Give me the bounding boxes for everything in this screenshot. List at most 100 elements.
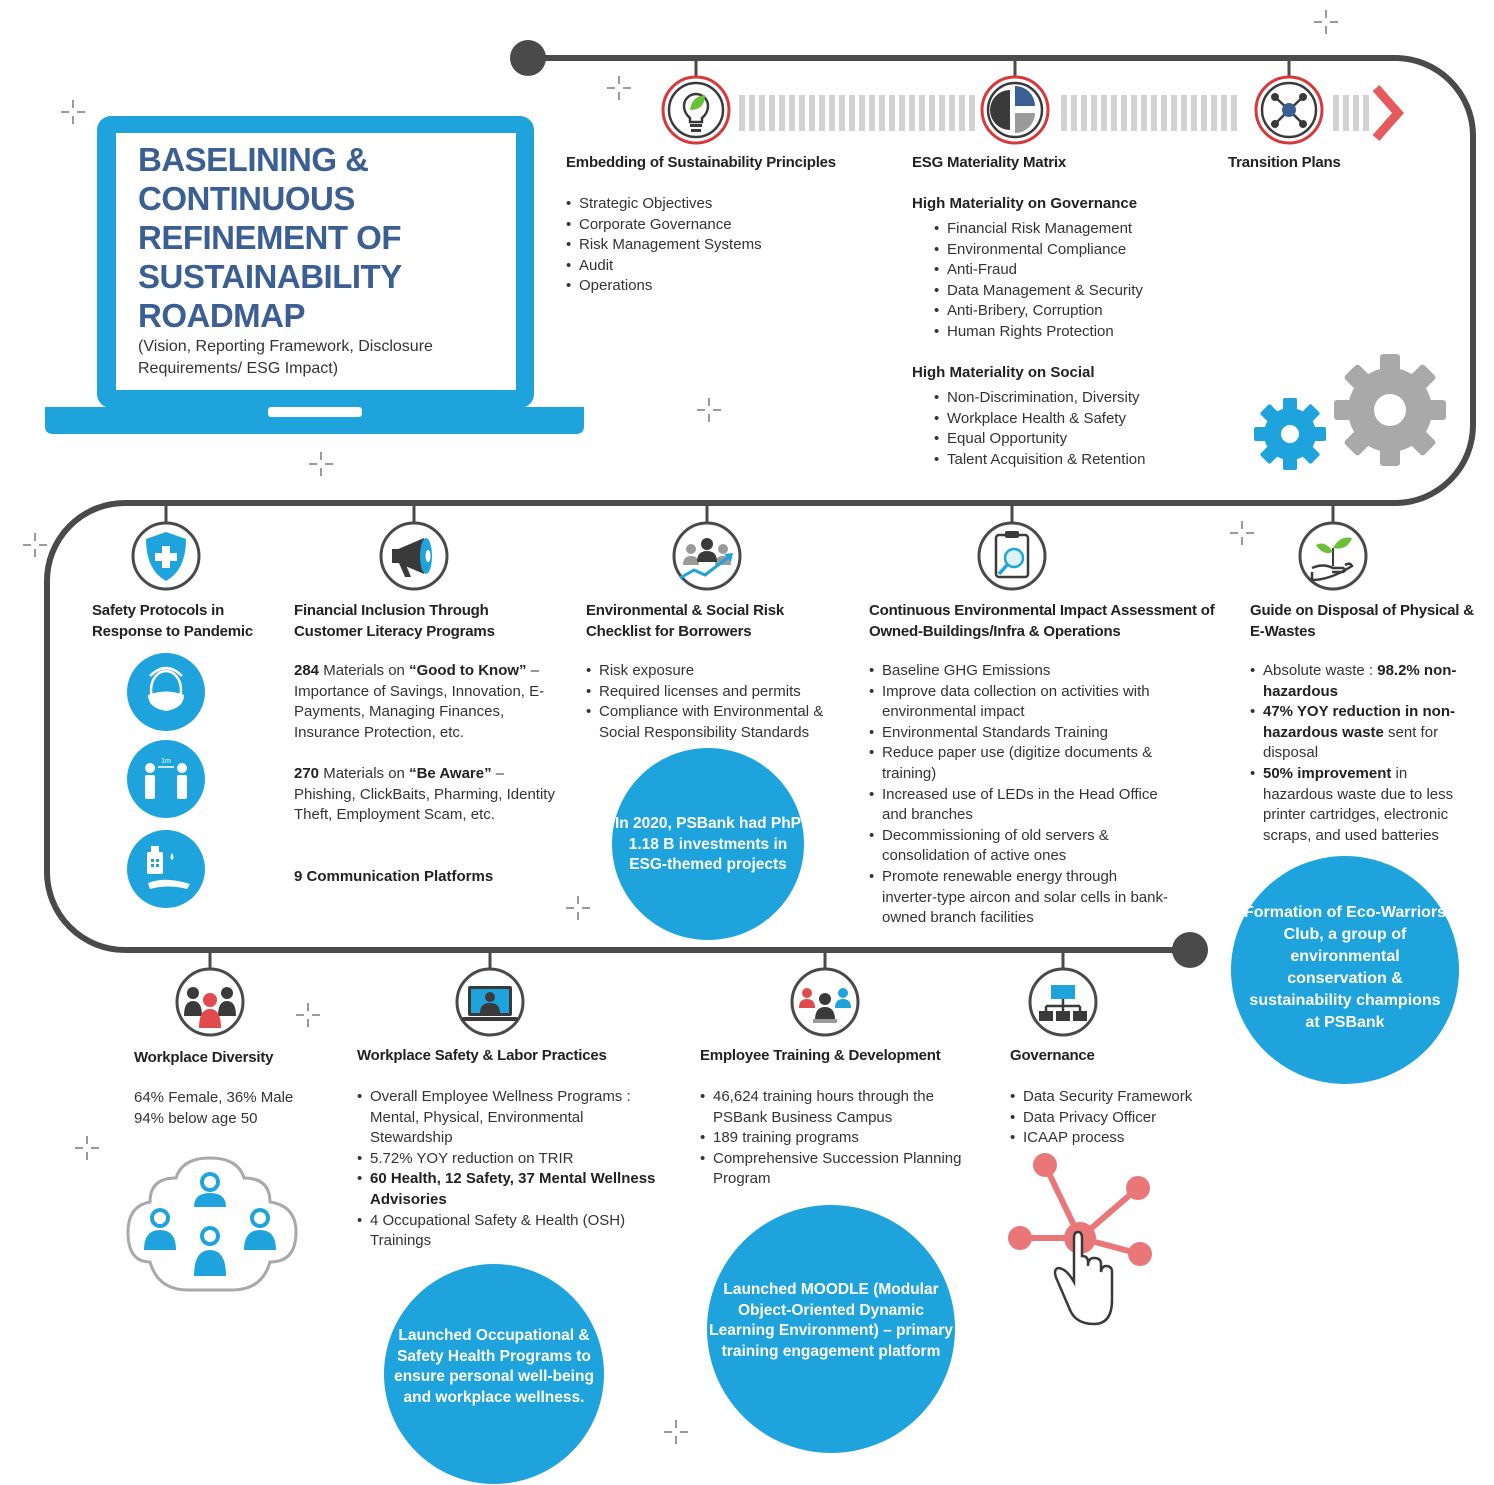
finance-be-aware: 270 Materials on “Be Aware” – Phishing, … bbox=[294, 765, 555, 824]
ohs-highlight-text: Launched Occupational & Safety Health Pr… bbox=[394, 1327, 594, 1406]
touch-network-icon bbox=[1008, 1153, 1152, 1326]
people-growth-chart-icon bbox=[672, 521, 742, 591]
disposal-list: Absolute waste : 98.2% non-hazardous 47%… bbox=[1250, 661, 1476, 846]
hand-sanitizer-icon bbox=[127, 830, 205, 908]
org-chart-icon bbox=[1028, 967, 1098, 1037]
network-gear-icon bbox=[1254, 75, 1324, 145]
list-item: Environmental Standards Training bbox=[869, 723, 1169, 744]
esg-social-heading: High Materiality on Social bbox=[912, 364, 1095, 381]
gear-icon bbox=[1254, 398, 1326, 470]
program-name: “Good to Know” bbox=[409, 662, 527, 679]
list-item: Overall Employee Wellness Programs : Men… bbox=[357, 1087, 657, 1149]
list-item: 46,624 training hours through the PSBank… bbox=[700, 1087, 990, 1128]
list-item: ICAAP process bbox=[1010, 1128, 1230, 1149]
finance-heading: Financial Inclusion Through Customer Lit… bbox=[294, 602, 495, 640]
age-split: 94% below age 50 bbox=[134, 1110, 258, 1127]
esg-governance-list: Financial Risk Management Environmental … bbox=[934, 219, 1214, 343]
list-item: Promote renewable energy through inverte… bbox=[869, 867, 1169, 929]
moodle-highlight-text: Launched MOODLE (Modular Object-Oriented… bbox=[709, 1281, 953, 1360]
list-item: Reduce paper use (digitize documents & t… bbox=[869, 743, 1169, 784]
list-item: 47% YOY reduction in non-hazardous waste… bbox=[1250, 702, 1476, 764]
list-item: Non-Discrimination, Diversity bbox=[934, 388, 1214, 409]
list-item: Anti-Bribery, Corruption bbox=[934, 301, 1214, 322]
list-item: Data Management & Security bbox=[934, 281, 1214, 302]
governance-heading: Governance bbox=[1010, 1047, 1095, 1064]
list-item: Workplace Health & Safety bbox=[934, 409, 1214, 430]
gender-split: 64% Female, 36% Male bbox=[134, 1089, 294, 1106]
finance-good-to-know: 284 Materials on “Good to Know” – Import… bbox=[294, 662, 545, 741]
hand-plant-icon bbox=[1298, 521, 1368, 591]
pie-chart-icon bbox=[980, 75, 1050, 145]
list-item: 189 training programs bbox=[700, 1128, 990, 1149]
arrow-right-icon bbox=[1372, 85, 1404, 141]
list-item: Human Rights Protection bbox=[934, 322, 1214, 343]
assessment-list: Baseline GHG Emissions Improve data coll… bbox=[869, 661, 1169, 929]
face-mask-icon bbox=[127, 653, 205, 731]
list-item: Absolute waste : 98.2% non-hazardous bbox=[1250, 661, 1476, 702]
governance-list: Data Security Framework Data Privacy Off… bbox=[1010, 1087, 1230, 1149]
page-subtitle: (Vision, Reporting Framework, Disclosure… bbox=[138, 338, 433, 377]
list-item: Audit bbox=[566, 256, 846, 277]
list-item: Improve data collection on activities wi… bbox=[869, 682, 1169, 723]
list-item: Corporate Governance bbox=[566, 215, 846, 236]
list-item: Equal Opportunity bbox=[934, 429, 1214, 450]
program-name: “Be Aware” bbox=[409, 765, 492, 782]
training-heading: Employee Training & Development bbox=[700, 1047, 941, 1064]
diversity-heading: Workplace Diversity bbox=[134, 1049, 274, 1066]
materials-count: 270 bbox=[294, 765, 320, 782]
eco-warriors-highlight-text: Formation of Eco-Warriors Club, a group … bbox=[1243, 904, 1447, 1031]
track-start-dot bbox=[510, 40, 546, 76]
list-item: Talent Acquisition & Retention bbox=[934, 450, 1214, 471]
safety-heading: Safety Protocols in Response to Pandemic bbox=[92, 602, 254, 640]
list-item: Decommissioning of old servers & consoli… bbox=[869, 826, 1169, 867]
list-item: Risk Management Systems bbox=[566, 235, 846, 256]
eco-warriors-highlight-circle bbox=[1231, 856, 1459, 1084]
trainees-icon bbox=[790, 967, 860, 1037]
investment-highlight-circle bbox=[612, 748, 804, 940]
training-list: 46,624 training hours through the PSBank… bbox=[700, 1087, 990, 1190]
communication-platforms: 9 Communication Platforms bbox=[294, 868, 494, 885]
distance-label: 1m bbox=[161, 758, 171, 765]
list-item: Data Security Framework bbox=[1010, 1087, 1230, 1108]
list-item: Financial Risk Management bbox=[934, 219, 1214, 240]
moodle-highlight-circle bbox=[707, 1205, 955, 1453]
shield-cross-icon bbox=[131, 521, 201, 591]
list-item: 5.72% YOY reduction on TRIR bbox=[357, 1149, 657, 1170]
list-item: Compliance with Environmental & Social R… bbox=[586, 702, 848, 743]
clipboard-magnifier-icon bbox=[977, 521, 1047, 591]
labor-list: Overall Employee Wellness Programs : Men… bbox=[357, 1087, 657, 1252]
list-item: 60 Health, 12 Safety, 37 Mental Wellness… bbox=[357, 1169, 657, 1210]
risk-list: Risk exposure Required licenses and perm… bbox=[586, 661, 848, 743]
monitor-person-icon bbox=[455, 967, 525, 1037]
list-item: Operations bbox=[566, 276, 846, 297]
embedding-list: Strategic Objectives Corporate Governanc… bbox=[566, 194, 846, 297]
list-item: 50% improvement in hazardous waste due t… bbox=[1250, 764, 1476, 846]
list-item: Increased use of LEDs in the Head Office… bbox=[869, 785, 1169, 826]
labor-heading: Workplace Safety & Labor Practices bbox=[357, 1047, 607, 1064]
group-people-icon bbox=[175, 967, 245, 1037]
assessment-heading: Continuous Environmental Impact Assessme… bbox=[869, 602, 1215, 640]
lightbulb-leaf-icon bbox=[661, 75, 731, 145]
track-end-dot bbox=[1172, 932, 1208, 968]
materials-count: 284 bbox=[294, 662, 320, 679]
investment-highlight-text: In 2020, PSBank had PhP 1.18 B investmen… bbox=[614, 815, 802, 873]
laptop-icon bbox=[45, 116, 584, 434]
megaphone-icon bbox=[379, 521, 449, 591]
esg-governance-heading: High Materiality on Governance bbox=[912, 195, 1138, 212]
esg-heading: ESG Materiality Matrix bbox=[912, 154, 1066, 171]
list-item: Data Privacy Officer bbox=[1010, 1108, 1230, 1129]
list-item: 4 Occupational Safety & Health (OSH) Tra… bbox=[357, 1211, 657, 1252]
esg-social-list: Non-Discrimination, Diversity Workplace … bbox=[934, 388, 1214, 470]
social-distancing-icon bbox=[127, 740, 205, 818]
list-item: Baseline GHG Emissions bbox=[869, 661, 1169, 682]
people-cluster-icon bbox=[126, 1156, 298, 1292]
embedding-heading: Embedding of Sustainability Principles bbox=[566, 154, 836, 171]
list-item: Environmental Compliance bbox=[934, 240, 1214, 261]
list-item: Strategic Objectives bbox=[566, 194, 846, 215]
gear-icon bbox=[1334, 354, 1446, 466]
ohs-highlight-circle bbox=[384, 1264, 604, 1484]
list-item: Anti-Fraud bbox=[934, 260, 1214, 281]
transition-heading: Transition Plans bbox=[1228, 154, 1341, 171]
disposal-heading: Guide on Disposal of Physical & E-Wastes bbox=[1250, 602, 1474, 640]
